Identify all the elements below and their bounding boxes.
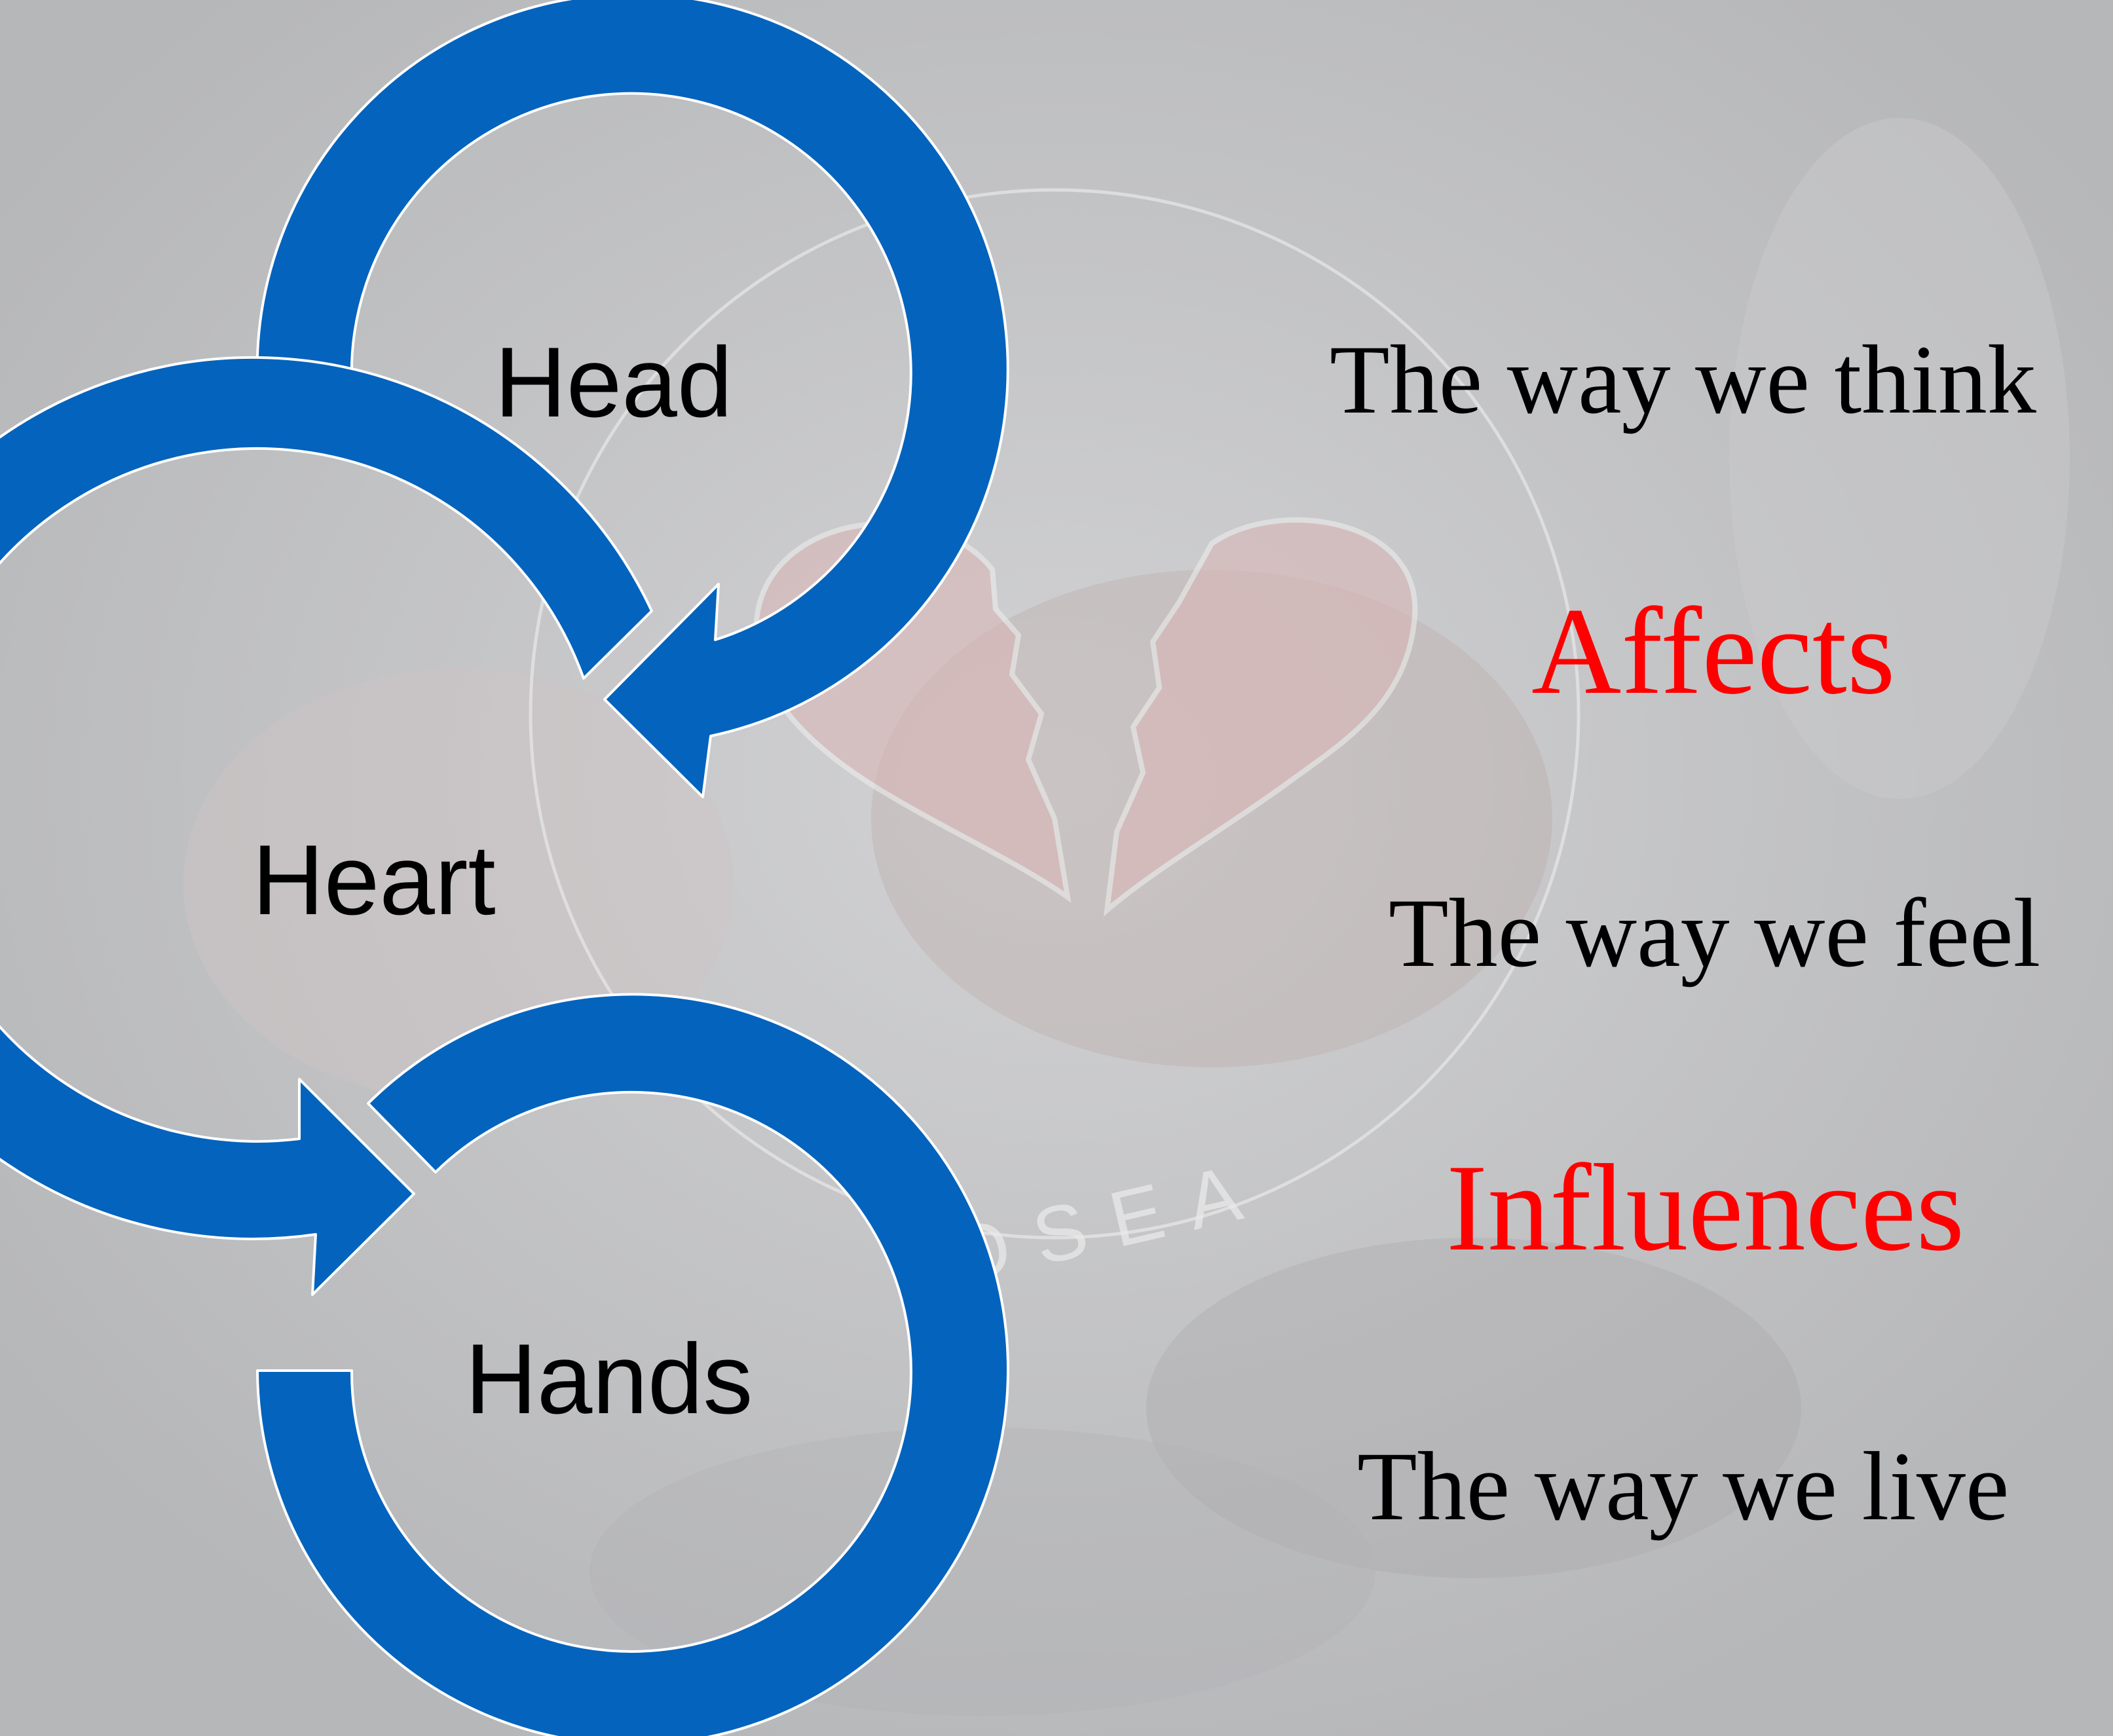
stage-label-head: Head <box>495 327 733 438</box>
statement-influences: Influences <box>1446 1139 1965 1277</box>
hands-cycle-arrow <box>256 993 1009 1736</box>
stage-label-heart: Heart <box>252 824 496 936</box>
statement-feel: The way we feel <box>1389 879 2041 988</box>
statement-affects: Affects <box>1531 583 1896 720</box>
statement-live: The way we live <box>1357 1432 2010 1541</box>
head-cycle-arrow <box>255 0 1009 798</box>
stage-label-hands: Hands <box>465 1323 753 1435</box>
heart-cycle-arrow <box>0 356 653 1296</box>
statement-think: The way we think <box>1330 325 2036 434</box>
